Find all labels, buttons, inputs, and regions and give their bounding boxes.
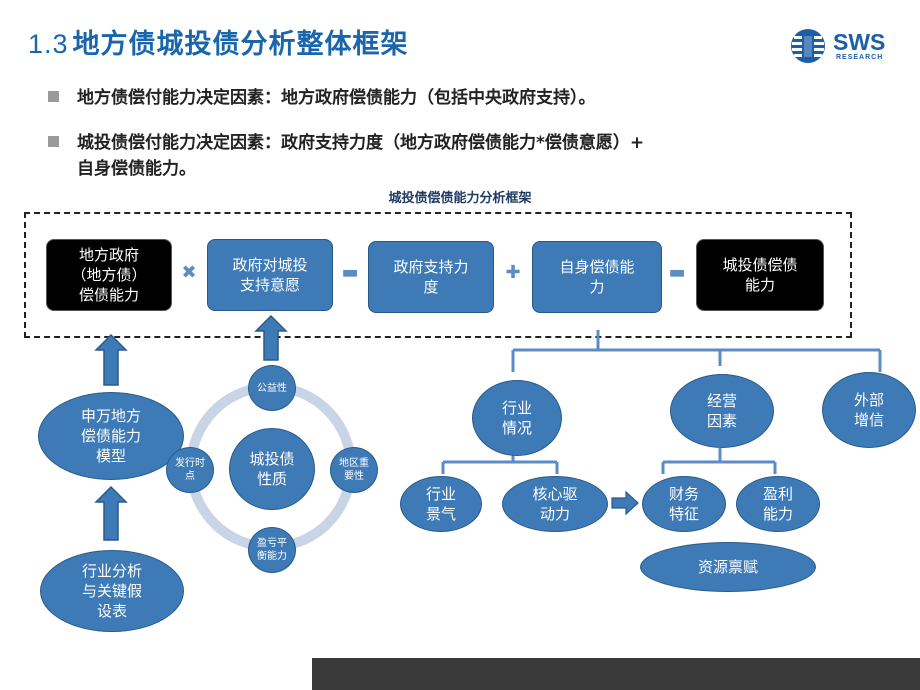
equals-operator-icon: ▬ (668, 262, 686, 283)
box-line: 自身偿债能 (559, 258, 635, 276)
ellipse-profitability: 盈利能力 (736, 476, 820, 532)
bullet-2-line2: 自身偿债能力。 (77, 159, 196, 179)
ellipse-line: 盈亏平 (257, 538, 287, 549)
ellipse-line: 行业 (425, 485, 456, 503)
ellipse-line: 经营 (706, 392, 737, 410)
ellipse-line: 性质 (256, 470, 287, 488)
logo-text: SWS (833, 29, 886, 55)
ellipse-industry-analysis: 行业分析与关键假设表 (40, 550, 184, 632)
bullet-2-line1: 城投债偿付能力决定因素：政府支持力度（地方政府偿债能力*偿债意愿）+ (77, 133, 645, 153)
ellipse-line: 偿债能力 (80, 427, 141, 445)
ellipse-line: 能力 (762, 505, 793, 523)
box-chengtou-ability: 城投债偿债能力 (696, 239, 824, 311)
ellipse-line: 行业 (501, 399, 532, 417)
ellipse-resource-endowment: 资源禀赋 (640, 542, 816, 592)
up-arrow-icon (254, 314, 288, 361)
logo-subtext: RESEARCH (836, 54, 884, 61)
box-line: 偿债能力 (78, 286, 139, 304)
ellipse-line: 行业分析 (81, 562, 142, 580)
footer-bar (312, 658, 920, 690)
times-operator-icon: ✖ (181, 262, 197, 283)
framework-title: 城投债偿债能力分析框架 (388, 191, 532, 206)
ellipse-line: 增信 (853, 411, 884, 429)
box-self-ability: 自身偿债能力 (532, 241, 662, 313)
ellipse-line: 特征 (668, 505, 699, 523)
bullet-1-text: 地方债偿付能力决定因素：地方政府偿债能力（包括中央政府支持）。 (77, 88, 596, 108)
ellipse-line: 动力 (539, 505, 570, 523)
ellipse-line: 与关键假 (81, 582, 142, 600)
box-line: 力 (589, 278, 605, 296)
ellipse-line: 设表 (96, 602, 127, 620)
right-arrow-icon (611, 490, 639, 516)
ellipse-financial-features: 财务特征 (642, 476, 726, 532)
ellipse-line: 发行时 (175, 458, 205, 469)
equals-operator-icon: ▬ (341, 262, 359, 283)
box-line: 政府支持力 (393, 258, 469, 276)
ellipse-line: 盈利 (762, 485, 793, 503)
ellipse-line: 情况 (501, 419, 532, 437)
bullet-square-icon (48, 136, 59, 147)
ellipse-line: 因素 (706, 412, 737, 430)
box-line: （地方债） (71, 266, 147, 284)
plus-operator-icon: ✚ (505, 262, 521, 283)
box-local-gov-ability: 地方政府 （地方债） 偿债能力 (46, 239, 172, 311)
ellipse-line: 城投债 (249, 450, 295, 468)
ellipse-line: 财务 (668, 485, 699, 503)
up-arrow-icon (94, 333, 128, 386)
box-line: 地方政府 (78, 246, 139, 264)
ellipse-line: 地区重 (339, 458, 369, 469)
ellipse-external-credit: 外部增信 (822, 372, 916, 448)
box-line: 城投债偿债 (722, 256, 798, 274)
ellipse-line: 景气 (425, 505, 456, 523)
title-text: 地方债城投债分析整体框架 (72, 29, 409, 60)
section-number: 1.3 (28, 29, 69, 59)
ellipse-line: 要性 (344, 471, 364, 482)
box-line: 政府对城投 (232, 256, 308, 274)
tree-lines (441, 330, 882, 474)
bullet-1: 地方债偿付能力决定因素：地方政府偿债能力（包括中央政府支持）。 (48, 85, 596, 111)
cycle-center: 城投债性质 (229, 428, 315, 510)
ellipse-line: 申万地方 (80, 407, 141, 425)
cycle-node-regional-importance: 地区重要性 (330, 447, 378, 493)
ellipse-line: 衡能力 (257, 551, 287, 562)
ellipse-line: 核心驱 (532, 485, 578, 503)
ellipse-line: 外部 (853, 391, 884, 409)
bullet-2: 城投债偿付能力决定因素：政府支持力度（地方政府偿债能力*偿债意愿）+ 自身偿债能力… (48, 130, 644, 182)
ellipse-operation-factors: 经营因素 (670, 374, 774, 448)
box-line: 支持意愿 (239, 276, 300, 294)
ellipse-industry-situation: 行业情况 (472, 380, 562, 456)
ellipse-sw-model: 申万地方偿债能力模型 (38, 392, 184, 480)
sws-logo-icon (791, 29, 825, 63)
cycle-node-break-even: 盈亏平衡能力 (248, 527, 296, 573)
up-arrow-icon (94, 485, 128, 541)
ellipse-industry-climate: 行业景气 (400, 476, 482, 532)
framework-dashed-frame (24, 212, 852, 338)
bullet-square-icon (48, 91, 59, 102)
cycle-node-public-welfare: 公益性 (248, 365, 296, 411)
cycle-node-issue-timing: 发行时点 (166, 447, 214, 493)
ellipse-line: 点 (185, 471, 195, 482)
ellipse-core-driver: 核心驱动力 (502, 476, 608, 532)
box-gov-support-will: 政府对城投支持意愿 (207, 239, 333, 311)
box-line: 度 (423, 278, 439, 296)
ellipse-line: 模型 (95, 447, 126, 465)
box-line: 能力 (744, 276, 775, 294)
box-gov-support-degree: 政府支持力度 (368, 241, 494, 313)
